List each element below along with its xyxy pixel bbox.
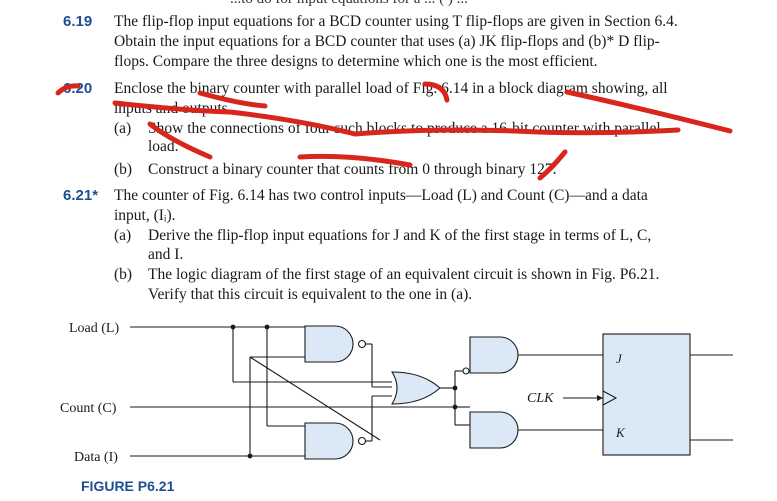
input-label-load: Load (L) [69, 321, 119, 336]
and-gate-1 [304, 325, 354, 363]
problem-6-21-part-b-line-2: Verify that this circuit is equivalent t… [148, 286, 473, 303]
and-gate-2 [304, 422, 354, 460]
ff-j-label: J [616, 351, 623, 366]
problem-6-20-part-b-line-1: Construct a binary counter that counts f… [148, 161, 557, 178]
problem-6-21-part-a-label: (a) [114, 227, 132, 244]
figure-caption: FIGURE P6.21 [81, 478, 175, 494]
problem-6-21-part-b-label: (b) [114, 266, 133, 283]
top-cut-off-text: ...to do for input equations for a ... (… [0, 0, 777, 8]
problem-6-20-part-b-label: (b) [114, 161, 133, 178]
problem-6-21-part-b-line-1: The logic diagram of the first stage of … [148, 266, 660, 283]
problem-6-21-line-1: The counter of Fig. 6.14 has two control… [114, 187, 648, 204]
problem-6-21-part-a-line-2: and I. [148, 246, 184, 263]
jk-flip-flop [602, 333, 691, 456]
and-gate-4 [469, 411, 519, 449]
inverter-bubble-1 [357, 339, 367, 349]
problem-6-19-line-3: flops. Compare the three designs to dete… [114, 53, 598, 70]
clock-triangle-icon [602, 390, 618, 406]
input-label-data: Data (I) [74, 450, 118, 465]
problem-number-6-21: 6.21* [63, 187, 99, 204]
input-label-count: Count (C) [60, 401, 117, 416]
ff-k-label: K [615, 425, 626, 440]
inverter-bubble-3 [462, 367, 470, 375]
problem-6-19-line-1: The flip-flop input equations for a BCD … [114, 13, 678, 30]
and-gate-3 [469, 336, 519, 374]
or-gate [391, 371, 441, 405]
problem-6-19-line-2: Obtain the input equations for a BCD cou… [114, 33, 660, 50]
problem-6-21-line-2: input, (Iᵢ). [114, 207, 176, 224]
clk-label: CLK [527, 391, 554, 406]
problem-number-6-19: 6.19 [63, 13, 93, 30]
inverter-bubble-2 [357, 436, 367, 446]
clk-arrow-icon [597, 395, 603, 401]
problem-6-21-part-a-line-1: Derive the flip-flop input equations for… [148, 227, 652, 244]
